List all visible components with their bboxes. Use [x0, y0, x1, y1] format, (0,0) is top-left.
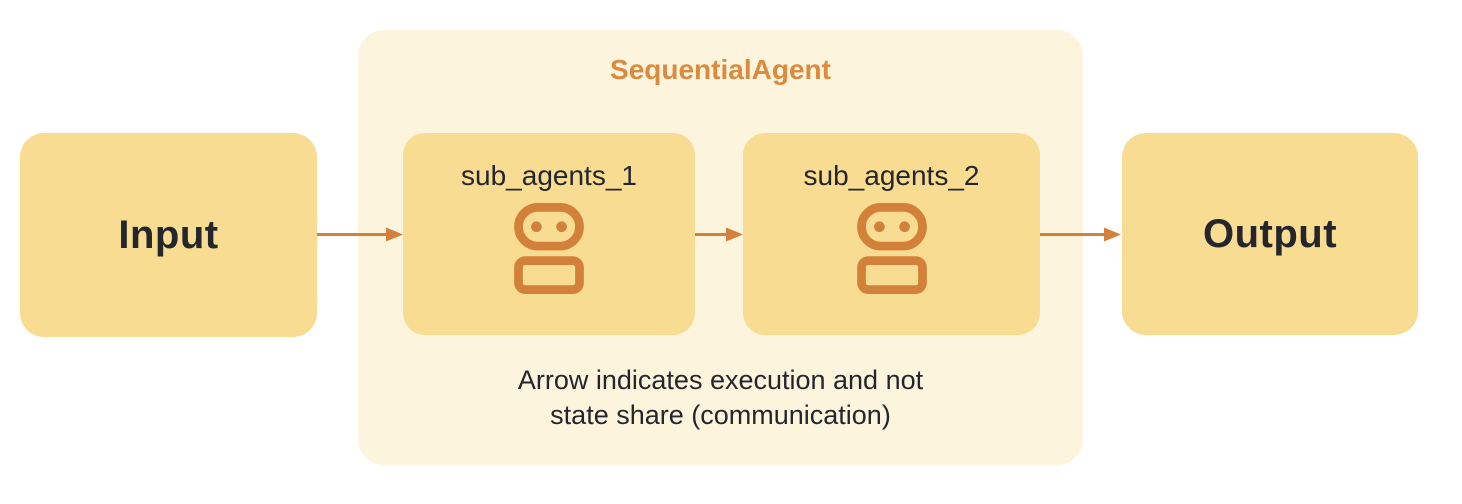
input-label: Input — [118, 212, 219, 257]
execution-note: Arrow indicates execution and not state … — [358, 363, 1083, 433]
robot-icon — [856, 203, 927, 294]
sub-agent-box-2: sub_agents_2 — [743, 133, 1040, 335]
sub-agent-box-1: sub_agents_1 — [403, 133, 695, 335]
execution-note-line2: state share (communication) — [550, 400, 891, 430]
robot-icon — [514, 203, 584, 294]
sub-agent-label-2: sub_agents_2 — [803, 160, 980, 191]
execution-note-line1: Arrow indicates execution and not — [517, 365, 924, 395]
input-box: Input — [20, 133, 317, 337]
output-box: Output — [1122, 133, 1418, 335]
sequential-agent-title: SequentialAgent — [610, 54, 831, 85]
output-label: Output — [1202, 211, 1338, 256]
sub-agent-label-1: sub_agents_1 — [461, 160, 637, 191]
